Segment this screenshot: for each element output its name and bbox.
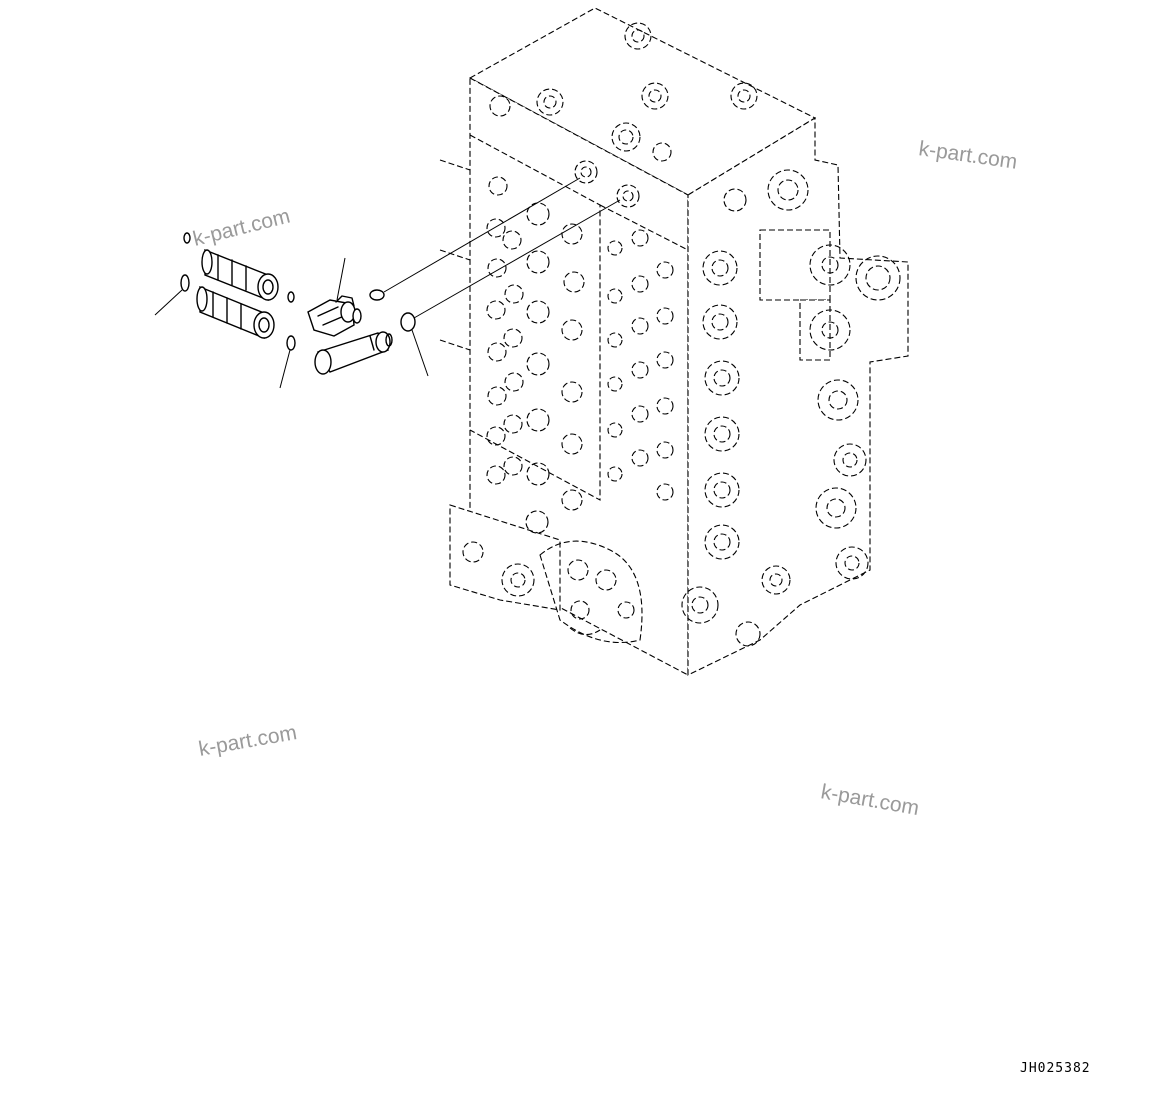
o-ring-icon <box>279 335 296 389</box>
watermark: k-part.com <box>197 721 299 761</box>
elbow-fitting-icon <box>307 257 362 337</box>
right-side-fittings <box>681 188 791 647</box>
o-ring-icon <box>400 312 429 377</box>
hex-bolts-top <box>489 22 758 162</box>
o-ring-small-1 <box>183 232 191 244</box>
assembly-lines <box>383 177 621 319</box>
watermark: k-part.com <box>819 780 921 820</box>
solenoid-plug-icon <box>196 285 275 340</box>
hex-bolts-left <box>525 202 585 534</box>
o-ring-small-2 <box>287 291 295 303</box>
watermark: k-part.com <box>191 205 293 251</box>
o-ring-icon <box>369 289 385 301</box>
straight-connector-icon <box>314 331 393 375</box>
valve-port-holes <box>486 160 674 501</box>
drawing-code: JH025382 <box>1020 1061 1091 1076</box>
control-valve-body <box>439 7 909 676</box>
watermark: k-part.com <box>917 137 1018 174</box>
solenoid-cylinders <box>759 169 901 580</box>
o-ring-icon <box>154 274 190 316</box>
solenoid-plug-icon <box>201 248 279 302</box>
